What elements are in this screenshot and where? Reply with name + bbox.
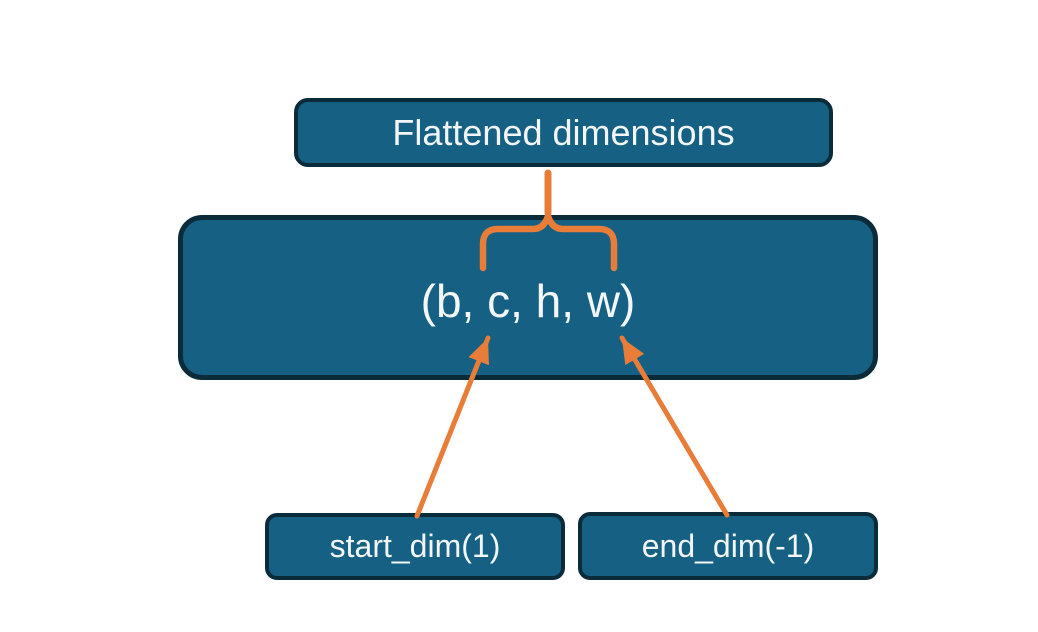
end-dim-label: end_dim(-1): [641, 527, 815, 564]
tensor-shape-label: (b, c, h, w): [420, 274, 636, 327]
start-dim-label: start_dim(1): [329, 528, 501, 564]
node-tensor-shape: (b, c, h, w): [178, 215, 878, 380]
node-end-dim: end_dim(-1): [578, 512, 878, 580]
flattened-dimensions-label: Flattened dimensions: [392, 111, 735, 153]
node-start-dim: start_dim(1): [265, 513, 565, 580]
node-flattened-dimensions: Flattened dimensions: [294, 98, 833, 167]
